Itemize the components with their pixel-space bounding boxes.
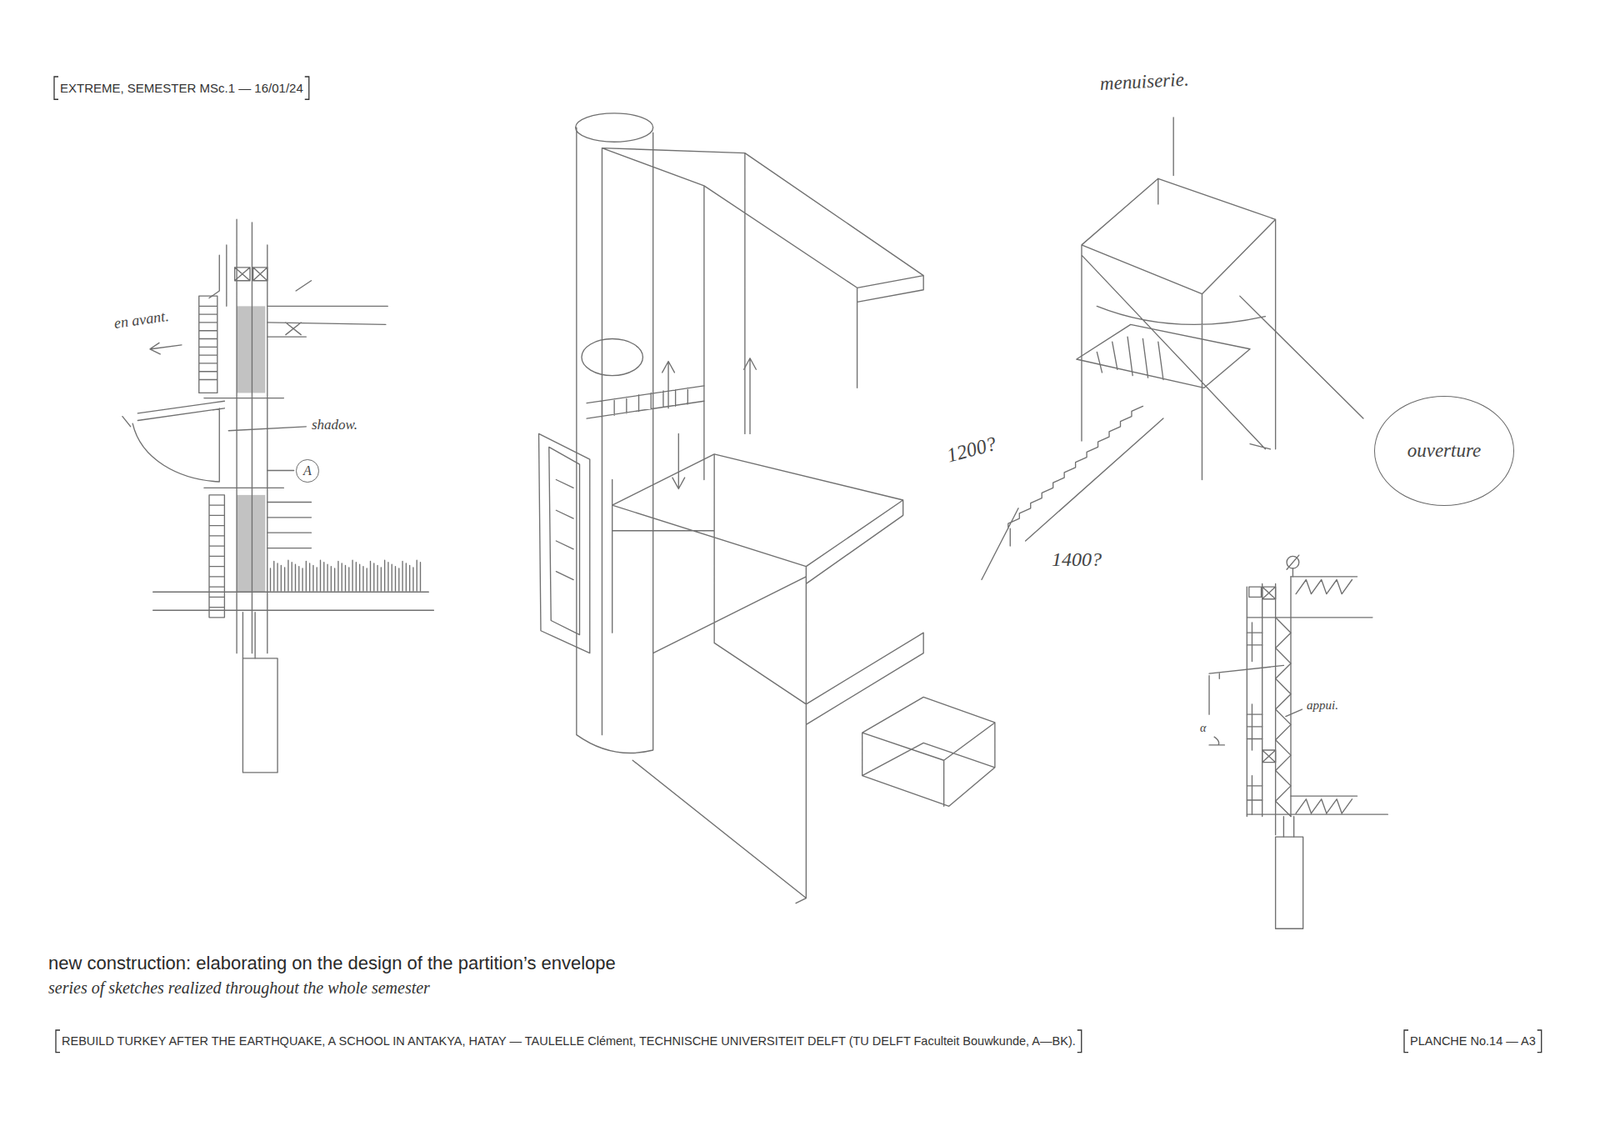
axis-symbol bbox=[1286, 555, 1300, 570]
callout-circle: A bbox=[295, 459, 320, 483]
sheet-header: EXTREME, SEMESTER MSc.1 — 16/01/24 bbox=[60, 80, 304, 95]
bracket bbox=[305, 76, 310, 100]
dimension-note: 1400? bbox=[1051, 548, 1102, 572]
handwritten-note: menuiserie. bbox=[1099, 68, 1190, 95]
cylinder bbox=[575, 113, 654, 754]
floor-slabs bbox=[1246, 576, 1388, 815]
railing bbox=[586, 385, 705, 419]
wall-lines bbox=[1246, 568, 1293, 835]
sheet-footer: REBUILD TURKEY AFTER THE EARTHQUAKE, A S… bbox=[61, 1034, 1076, 1049]
leader-line bbox=[228, 426, 306, 471]
dimension-note: 1200? bbox=[944, 432, 999, 468]
handwritten-note: shadow. bbox=[311, 416, 358, 434]
sheet-title: new construction: elaborating on the des… bbox=[48, 952, 616, 974]
window-frame bbox=[1246, 622, 1262, 815]
timber-blocks bbox=[1249, 586, 1276, 763]
floor-slabs bbox=[153, 280, 435, 611]
timber-blocks bbox=[235, 267, 268, 281]
angle-symbol: α bbox=[1200, 721, 1206, 735]
stair-steps bbox=[981, 405, 1164, 580]
side-panel bbox=[539, 433, 590, 653]
leader-line bbox=[1283, 709, 1302, 837]
insulation-zigzag bbox=[1275, 617, 1291, 817]
isometric-frame bbox=[601, 148, 924, 735]
movement-arrows bbox=[662, 358, 757, 490]
bracket bbox=[1537, 1030, 1542, 1053]
leader-line bbox=[1173, 117, 1364, 419]
window-frame bbox=[199, 295, 225, 618]
wall-shading bbox=[236, 495, 265, 592]
handwritten-note: appui. bbox=[1306, 698, 1339, 713]
note-ellipse: ouverture bbox=[1374, 395, 1515, 506]
bracket bbox=[55, 1030, 60, 1053]
ellipse bbox=[581, 339, 643, 376]
column bbox=[242, 658, 278, 773]
pencil-sketches bbox=[122, 113, 1388, 929]
column bbox=[1275, 836, 1304, 929]
bracket bbox=[1077, 1030, 1082, 1053]
node-text: A bbox=[303, 463, 312, 479]
bracket bbox=[1404, 1030, 1409, 1053]
isometric-floor bbox=[612, 454, 924, 904]
isometric-box bbox=[862, 696, 995, 806]
node-text: ouverture bbox=[1407, 440, 1482, 461]
bracket bbox=[54, 76, 59, 100]
grass-hatch bbox=[270, 560, 420, 591]
landing bbox=[1076, 324, 1250, 388]
handwritten-note: en avant. bbox=[113, 307, 170, 333]
awning bbox=[1209, 665, 1284, 745]
awning bbox=[122, 400, 225, 482]
sheet-number: PLANCHE No.14 — A3 bbox=[1410, 1034, 1536, 1049]
wall-shading bbox=[236, 305, 265, 393]
direction-arrow bbox=[150, 342, 182, 354]
sheet-caption: series of sketches realized throughout t… bbox=[48, 978, 430, 998]
stair-cage bbox=[1081, 178, 1276, 480]
